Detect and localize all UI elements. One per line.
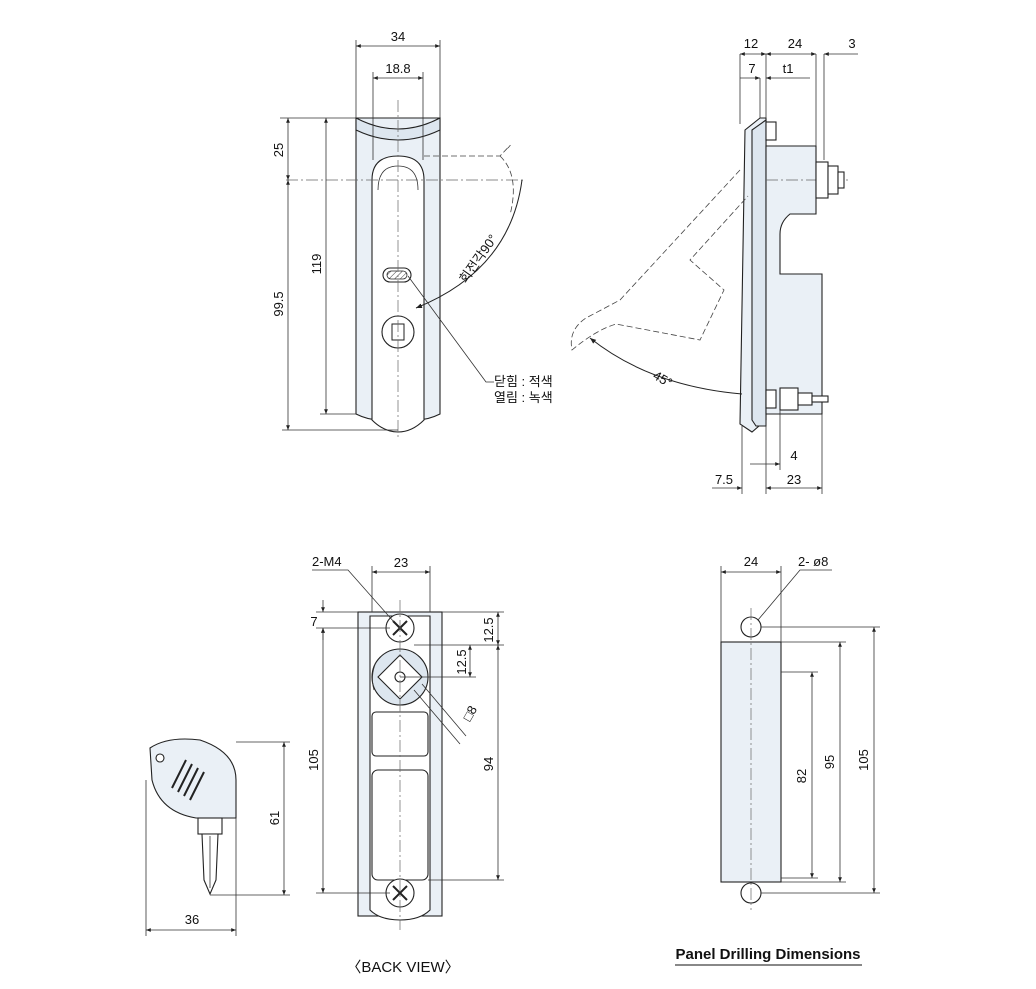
back-cam-detail [372,661,377,691]
hole-leader [757,569,832,621]
dim-12: 12 [744,36,758,51]
square-leader [413,689,461,745]
dim-7-back: 7 [310,614,317,629]
cam-tip [837,171,845,189]
dim-18-8: 18.8 [385,61,410,76]
dim-36: 36 [185,912,199,927]
dim-119: 119 [309,254,324,275]
key-grip [171,759,205,801]
cam-plate [815,161,829,199]
dim-105-back: 105 [306,749,321,771]
dim-t1: t1 [783,61,794,76]
angle-arc [589,337,743,395]
cam-nut [827,165,839,195]
dim-23-side: 23 [787,472,801,487]
back-view: 23 2-M4 7 105 12.5 12.5 □8 94 〈BACK VIEW… [306,554,504,976]
dim-24-panel: 24 [744,554,758,569]
side-front-plate-inner [751,118,767,427]
dim-2-m4: 2-M4 [312,554,342,569]
rotated-handle-ghost [424,144,511,157]
dim-94: 94 [481,757,496,771]
dim-square-8: □8 [460,703,481,724]
opened-handle-ghost [570,169,749,351]
dim-34: 34 [391,29,405,44]
rotated-handle-ghost2 [499,155,514,216]
panel-drilling-view: 24 2- ø8 105 95 82 Panel Drilling Dimens… [675,554,880,966]
legend-open: 열림 : 녹색 [494,390,553,405]
top-screw [765,121,777,141]
drill-cutout [720,641,782,883]
rotation-arc [415,179,523,309]
key-view: 61 36 [145,738,290,936]
bottom-block [779,387,799,411]
dim-7-side: 7 [748,61,755,76]
dim-12-5-b: 12.5 [454,649,469,674]
bottom-screw [765,389,777,409]
front-view: 회전각90° 닫힘 : 적색 열림 : 녹색 34 18.8 25 119 99… [271,29,553,440]
dim-23-back: 23 [394,555,408,570]
back-view-caption: 〈BACK VIEW〉 [346,959,459,976]
legend-close: 닫힘 : 적색 [494,374,553,389]
dim-105-panel: 105 [856,749,871,771]
key-hole [155,753,165,763]
dim-3: 3 [848,36,855,51]
indicator-hatch [386,270,408,280]
angle-label: 45° [651,368,676,391]
dim-61: 61 [267,811,282,825]
dim-4: 4 [790,448,797,463]
legend-leader [407,275,494,383]
panel-drilling-caption: Panel Drilling Dimensions [675,946,860,963]
back-bottom-screw-cross [392,885,408,901]
side-view: 45° 12 24 3 7 t1 4 7.5 23 [570,36,858,494]
dim-95: 95 [822,755,837,769]
side-housing [765,145,823,415]
dim-12-5-a: 12.5 [481,617,496,642]
dim-82: 82 [794,769,809,783]
dim-2-dia-8: 2- ø8 [798,554,828,569]
key-shoulder [197,817,223,835]
bottom-stud-tip [811,395,829,403]
rotation-label: 회전각90° [456,232,500,286]
bottom-stud [797,392,813,406]
dim-24-side: 24 [788,36,802,51]
dim-25: 25 [271,143,286,157]
dim-7-5: 7.5 [715,472,733,487]
screw-leader [312,569,395,623]
dim-99-5: 99.5 [271,291,286,316]
